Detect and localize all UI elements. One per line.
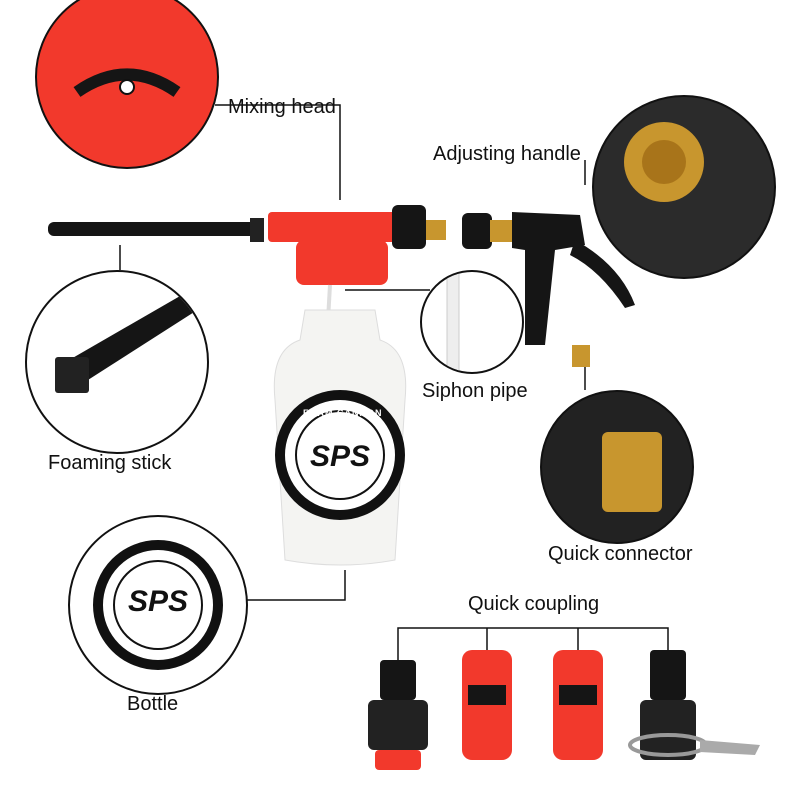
quick-connector-detail-circle (540, 390, 694, 544)
mixing-head-image (268, 205, 446, 321)
logo-brand: SPS (310, 440, 371, 473)
bottle-image (273, 309, 407, 566)
adjusting-handle-detail-circle (592, 95, 776, 279)
label-quick-coupling: Quick coupling (468, 593, 600, 615)
label-bottle: Bottle (127, 693, 179, 715)
leader-lines (119, 104, 669, 660)
logo-ring-text: FOAM CANNON (303, 408, 383, 418)
bottle-detail-circle (68, 515, 248, 695)
spray-gun-image (462, 212, 635, 367)
label-foaming-stick: Foaming stick (48, 452, 172, 474)
foaming-stick-detail-circle (25, 270, 209, 454)
quick-coupling-images (368, 650, 760, 770)
siphon-pipe-detail-circle (420, 270, 524, 374)
foaming-stick-image (48, 218, 264, 242)
label-siphon-pipe: Siphon pipe (422, 380, 528, 402)
label-quick-connector: Quick connector (548, 543, 693, 565)
label-mixing-head: Mixing head (228, 96, 336, 118)
logo-brand-detail: SPS (128, 585, 189, 618)
mixing-head-detail-circle (35, 0, 219, 169)
label-adjusting-handle: Adjusting handle (433, 143, 581, 165)
